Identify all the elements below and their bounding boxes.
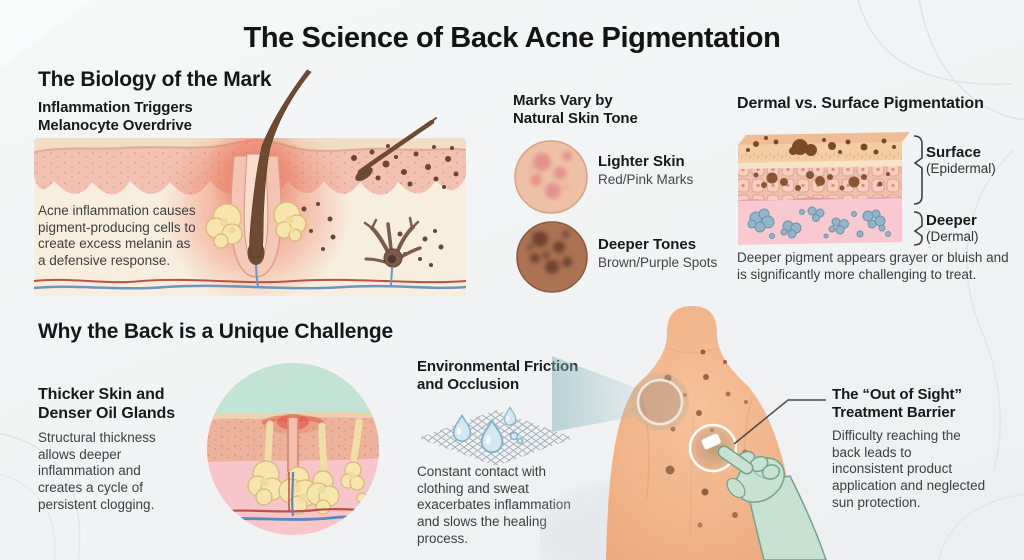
hair-bulb	[247, 241, 265, 265]
deeper-label: Deeper	[926, 212, 977, 229]
dermal-body-text: Deeper pigment appears grayer or bluish …	[737, 250, 1009, 282]
glove-palm	[735, 457, 785, 503]
deeper-sublabel: (Dermal)	[926, 229, 979, 245]
thicker-skin-title: Thicker Skin and Denser Oil Glands	[38, 386, 176, 422]
fabric-mesh	[418, 410, 574, 466]
block-top-face	[738, 132, 910, 145]
fabric-mesh-droplets-icon	[418, 406, 574, 466]
deeper-tones-desc: Brown/Purple Spots	[598, 255, 718, 270]
deeper-bracket	[913, 211, 923, 246]
follicle-sheath	[230, 155, 282, 278]
lighter-skin-swatch-icon	[514, 140, 588, 214]
torso-shape	[606, 306, 798, 560]
follicle-canal	[243, 153, 269, 265]
surface-pigment-spots	[746, 136, 896, 156]
out-of-sight-title: The “Out of Sight” Treatment Barrier	[832, 386, 962, 421]
surface-label: Surface	[926, 144, 982, 161]
challenge-section-heading: Why the Back is a Unique Challenge	[38, 320, 393, 343]
melanocyte-cell	[363, 216, 422, 264]
glove-arm	[747, 475, 827, 560]
deeper-layer-label: Deeper (Dermal)	[926, 212, 979, 244]
surface-layer-label: Surface (Epidermal)	[926, 144, 996, 176]
sebaceous-glands	[205, 201, 307, 249]
friction-title: Environmental Friction and Occlusion	[417, 358, 579, 393]
back-torso-illustration	[540, 306, 827, 560]
pore-inflammation	[277, 414, 309, 430]
surface-sublabel: (Epidermal)	[926, 161, 996, 177]
cell-band	[738, 166, 902, 201]
shoulder-highlight-circle	[631, 373, 689, 431]
skin-tone-heading: Marks Vary by Natural Skin Tone	[513, 92, 638, 127]
dermis-textured-band	[207, 417, 379, 462]
dermal-pigment-clusters	[747, 206, 891, 239]
page-title: The Science of Back Acne Pigmentation	[243, 22, 781, 54]
oil-gland-circle-illustration	[207, 363, 379, 535]
sweat-droplets	[452, 406, 524, 454]
treatment-circle	[688, 423, 738, 473]
gland-ducts	[264, 418, 363, 472]
gloved-hand	[717, 445, 827, 560]
surface-bracket	[913, 135, 923, 205]
biology-section-heading: The Biology of the Mark	[38, 68, 272, 91]
follicle-pore	[288, 418, 298, 472]
friction-body: Constant contact with clothing and sweat…	[417, 464, 571, 546]
blood-vessel-blue	[34, 284, 466, 290]
glove-thumb	[726, 477, 746, 499]
surface-teal-area	[207, 363, 379, 417]
out-of-sight-body: Difficulty reaching the back leads to in…	[832, 428, 986, 510]
biology-body-text: Acne inflammation causes pigment-produci…	[38, 203, 196, 269]
deeper-tones-label: Deeper Tones	[598, 236, 697, 253]
lighter-skin-desc: Red/Pink Marks	[598, 172, 694, 187]
dermal-section-heading: Dermal vs. Surface Pigmentation	[737, 95, 984, 112]
melanin-dots	[301, 144, 459, 267]
vessel-red	[213, 507, 377, 514]
epidermis-band	[34, 140, 466, 195]
thicker-skin-body: Structural thickness allows deeper infla…	[38, 430, 156, 512]
deeper-tone-swatch-icon	[516, 221, 588, 293]
glove-index-finger	[717, 445, 754, 475]
lighter-skin-label: Lighter Skin	[598, 153, 685, 170]
epidermis-surface-band	[738, 142, 902, 163]
treatment-patch	[701, 433, 722, 450]
vessel-blue	[209, 515, 379, 522]
biology-subheading: Inflammation Triggers Melanocyte Overdri…	[38, 99, 193, 134]
second-hair	[357, 117, 437, 175]
body-contour-lines	[639, 347, 753, 537]
oil-glands	[247, 460, 368, 515]
dermis-band	[738, 198, 902, 245]
blood-vessel-red	[34, 278, 466, 284]
callout-connector-line	[733, 399, 826, 445]
hair-shaft	[249, 69, 312, 259]
epidermal-pigment-spots	[753, 171, 890, 191]
acne-marks	[664, 349, 748, 528]
